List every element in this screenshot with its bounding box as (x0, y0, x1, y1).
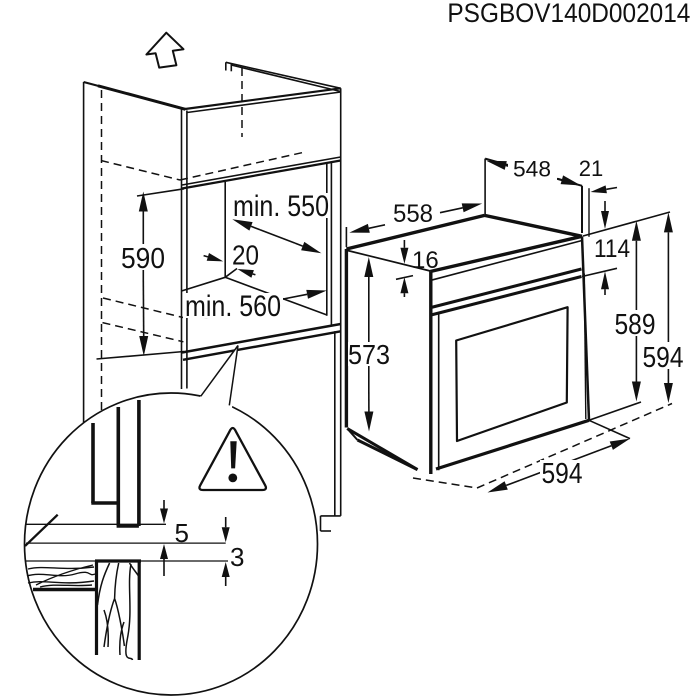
svg-text:20: 20 (232, 240, 259, 271)
svg-text:558: 558 (393, 200, 433, 228)
svg-text:21: 21 (579, 156, 603, 181)
svg-text:16: 16 (412, 247, 439, 274)
svg-text:548: 548 (513, 157, 551, 182)
svg-text:589: 589 (615, 309, 656, 341)
svg-text:594: 594 (643, 342, 684, 374)
svg-text:573: 573 (348, 339, 390, 370)
svg-text:590: 590 (121, 243, 165, 275)
svg-text:3: 3 (230, 542, 244, 572)
svg-text:min. 560: min. 560 (185, 290, 281, 323)
svg-text:min. 550: min. 550 (233, 190, 329, 223)
svg-text:114: 114 (594, 235, 630, 263)
svg-text:5: 5 (175, 518, 189, 548)
svg-text:PSGBOV140D002014: PSGBOV140D002014 (447, 0, 690, 28)
svg-text:594: 594 (542, 458, 583, 490)
